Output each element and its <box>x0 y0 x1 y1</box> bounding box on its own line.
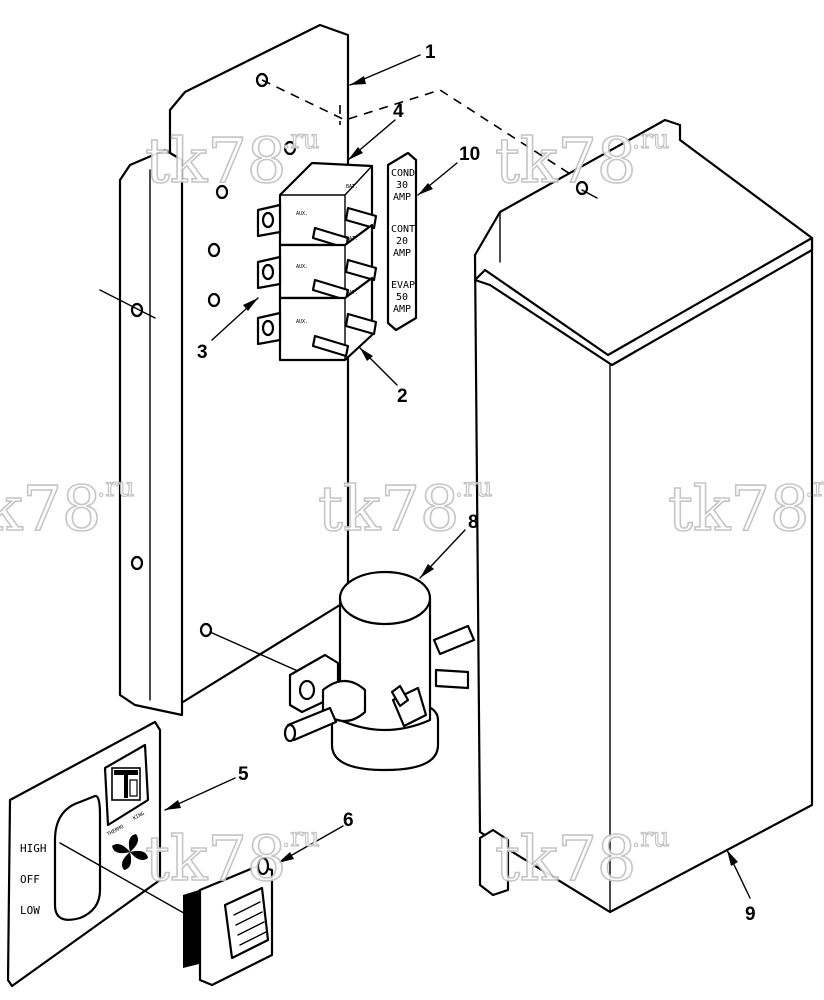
bat-terminal-label: BAT. <box>346 184 358 190</box>
watermark-text: tk78 <box>0 472 101 545</box>
label-line-1: COND <box>391 168 415 179</box>
switch-position-high: HIGH <box>20 842 47 855</box>
aux-terminal-label: AUX. <box>296 211 308 217</box>
rocker-switch <box>59 842 274 987</box>
callout-8: 6 <box>277 810 354 864</box>
watermark-text: tk78 <box>668 472 809 545</box>
label-line-7: EVAP <box>391 280 415 291</box>
watermark-text: tk78 <box>145 124 286 197</box>
thermo-king-logo-icon <box>111 767 141 801</box>
label-line-8: 50 <box>396 292 408 303</box>
callout-number: 1 <box>425 42 436 63</box>
callout-number: 6 <box>343 810 354 831</box>
callout-10: 10 <box>417 144 480 196</box>
watermark-suffix: .ru <box>282 125 319 155</box>
callout-number: 8 <box>468 512 479 533</box>
callout-6: 8 <box>419 512 479 579</box>
alignment-lines <box>261 79 596 191</box>
label-line-4: CONT <box>391 224 415 235</box>
callout-number: 9 <box>745 904 756 925</box>
cover-housing <box>473 118 814 914</box>
bat-terminal-label: BAT. <box>346 236 358 242</box>
watermark-text: tk78 <box>318 472 459 545</box>
brand-label-king: KING <box>132 811 145 822</box>
watermark-suffix: .ru <box>455 473 492 503</box>
watermark-suffix: .ru <box>805 473 824 503</box>
bat-terminal-label: BAT. <box>346 290 358 296</box>
watermark-suffix: .ru <box>97 473 134 503</box>
watermark-text: tk78 <box>495 124 636 197</box>
label-line-3: AMP <box>393 192 411 203</box>
callout-number: 10 <box>459 144 480 165</box>
callout-3: 3 <box>197 297 259 363</box>
label-line-5: 20 <box>396 236 408 247</box>
callout-number: 2 <box>397 386 408 407</box>
label-line-2: 30 <box>396 180 408 191</box>
label-line-6: AMP <box>393 248 411 259</box>
watermark-text: tk78 <box>145 822 286 895</box>
callout-number: 3 <box>197 342 208 363</box>
switch-position-off: OFF <box>20 873 40 886</box>
label-line-9: AMP <box>393 304 411 315</box>
circuit-breaker-stack: AUX. BAT. AUX. BAT. AUX. BAT. <box>256 161 378 362</box>
watermark-text: tk78 <box>495 822 636 895</box>
fan-icon <box>112 834 148 870</box>
callout-number: 5 <box>238 764 249 785</box>
watermark-suffix: .ru <box>632 125 669 155</box>
aux-terminal-label: AUX. <box>296 319 308 325</box>
callout-5: 5 <box>164 764 249 811</box>
switch-panel: THERMO KING HIGH OFF LOW <box>6 720 162 988</box>
watermarks: tk78 .ru tk78 .ru tk78 .ru tk78 .ru tk78… <box>0 123 824 896</box>
circuit-breaker-cond: AUX. BAT. <box>256 161 378 250</box>
watermark-suffix: .ru <box>632 823 669 853</box>
callout-2: 2 <box>359 347 408 407</box>
solenoid-relay <box>209 570 476 772</box>
switch-position-low: LOW <box>20 904 40 917</box>
watermark-suffix: .ru <box>282 823 319 853</box>
callout-1: 1 <box>349 42 436 86</box>
breaker-label-plate: COND 30 AMP CONT 20 AMP EVAP 50 AMP <box>386 151 418 332</box>
aux-terminal-label: AUX. <box>296 264 308 270</box>
callout-number: 4 <box>393 101 404 122</box>
circuit-breaker-evap: AUX. BAT. <box>256 276 378 362</box>
callout-4: 4 <box>347 101 404 161</box>
callout-9: 9 <box>726 849 756 925</box>
